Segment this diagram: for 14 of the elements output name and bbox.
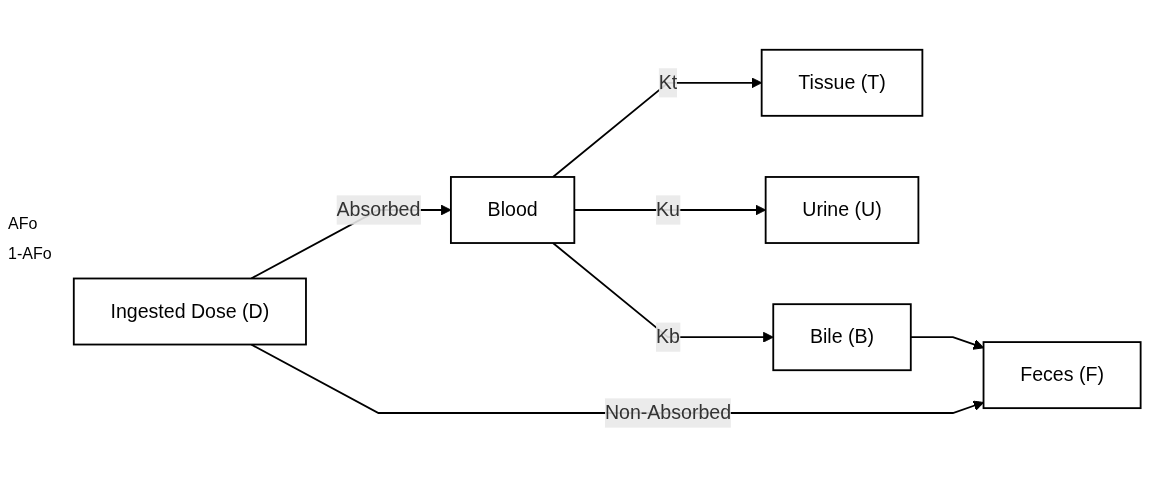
edge-label: Kt — [658, 72, 677, 93]
node-box: Bile (B) — [771, 303, 912, 372]
branch-fraction-label: AFo — [8, 215, 39, 233]
edge-label: Ku — [655, 199, 680, 221]
edge-label: Absorbed — [336, 199, 420, 221]
node-box: Ingested Dose (D) — [72, 277, 307, 346]
arrow — [551, 77, 762, 179]
node-box: Feces (F) — [982, 341, 1142, 410]
node-box: Tissue (T) — [760, 49, 923, 117]
node-box: Urine (U) — [764, 176, 919, 245]
edge-label: Kb — [655, 326, 680, 348]
node-box: Blood — [449, 176, 575, 245]
edge-label: Non-Absorbed — [604, 402, 731, 424]
branch-fraction-label: 1-AFo — [8, 245, 52, 263]
